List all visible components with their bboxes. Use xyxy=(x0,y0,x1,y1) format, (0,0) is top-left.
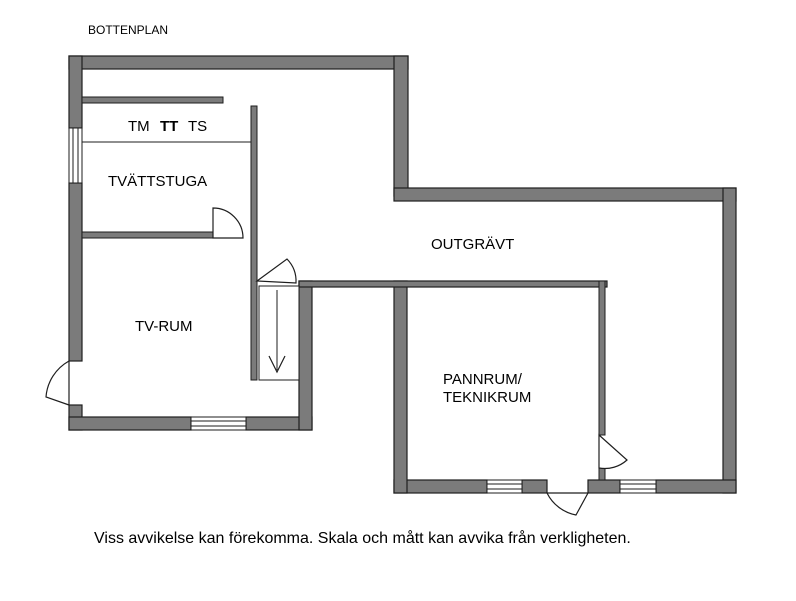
window-tvrum-bottom xyxy=(190,416,247,431)
wall-bottom-tvrum-left xyxy=(68,416,192,431)
room-labels: TM TT TS TVÄTTSTUGA TV-RUM OUTGRÄVT PANN… xyxy=(108,118,531,406)
label-tm: TM xyxy=(128,118,150,135)
wall-right-tvrum xyxy=(298,280,313,431)
door-stairs xyxy=(255,258,297,284)
label-tv-room: TV-RUM xyxy=(135,318,193,335)
door-pannrum-inner xyxy=(598,433,628,470)
staircase xyxy=(258,285,300,381)
door-exterior-left xyxy=(45,359,70,406)
label-boiler-room-2: TEKNIKRUM xyxy=(443,389,531,406)
partition-vertical-right xyxy=(250,105,258,381)
window-left-laundry xyxy=(68,127,83,184)
window-pannrum-bottom xyxy=(486,479,523,494)
window-right-bottom xyxy=(619,479,657,494)
label-unexcavated: OUTGRÄVT xyxy=(431,236,514,253)
wall-bottom-right-a xyxy=(393,479,488,494)
partition-laundry-bottom xyxy=(81,231,214,239)
label-boiler-room-1: PANNRUM/ xyxy=(443,371,523,388)
interior-partitions xyxy=(81,96,258,381)
partition-laundry-top xyxy=(81,96,224,104)
wall-right-outer xyxy=(722,187,737,494)
stair-arrow-icon xyxy=(268,355,286,374)
label-ts: TS xyxy=(188,118,207,135)
walls-left-block xyxy=(68,55,409,431)
wall-bottom-right-d xyxy=(655,479,737,494)
label-tt: TT xyxy=(160,118,178,135)
plan-title: BOTTENPLAN xyxy=(88,23,168,37)
wall-left-middle xyxy=(68,182,83,362)
wall-left-pannrum xyxy=(393,280,408,494)
stair-outline xyxy=(258,285,300,381)
wall-corridor-pannrum xyxy=(298,280,608,288)
doors xyxy=(45,207,628,516)
wall-right-upper-block xyxy=(393,55,409,197)
wall-right-pannrum xyxy=(598,280,606,436)
wall-bottom-right-b xyxy=(521,479,548,494)
door-laundry xyxy=(212,207,244,239)
walls-right-block xyxy=(298,187,737,494)
windows xyxy=(68,127,657,494)
wall-top-right xyxy=(393,187,737,202)
wall-left-upper xyxy=(68,55,83,129)
wall-top-left xyxy=(68,55,409,70)
door-exterior-bottom xyxy=(546,492,590,516)
wall-bottom-right-c xyxy=(587,479,621,494)
disclaimer-text: Viss avvikelse kan förekomma. Skala och … xyxy=(94,529,631,547)
label-laundry: TVÄTTSTUGA xyxy=(108,173,207,190)
